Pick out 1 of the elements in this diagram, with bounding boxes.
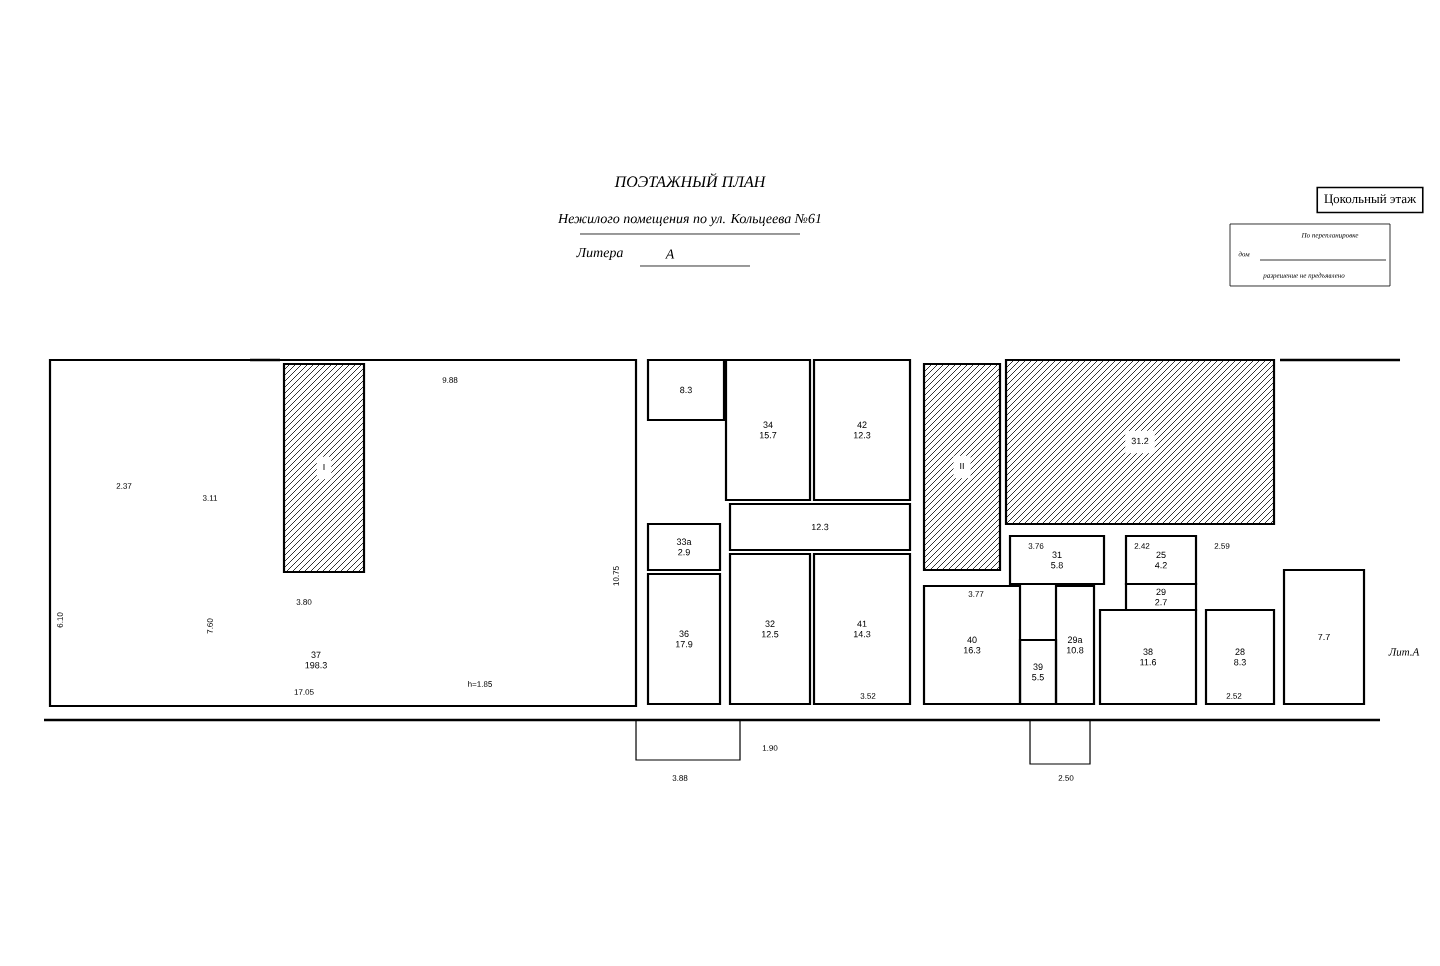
heading: ПОЭТАЖНЫЙ ПЛАН [614, 172, 767, 188]
